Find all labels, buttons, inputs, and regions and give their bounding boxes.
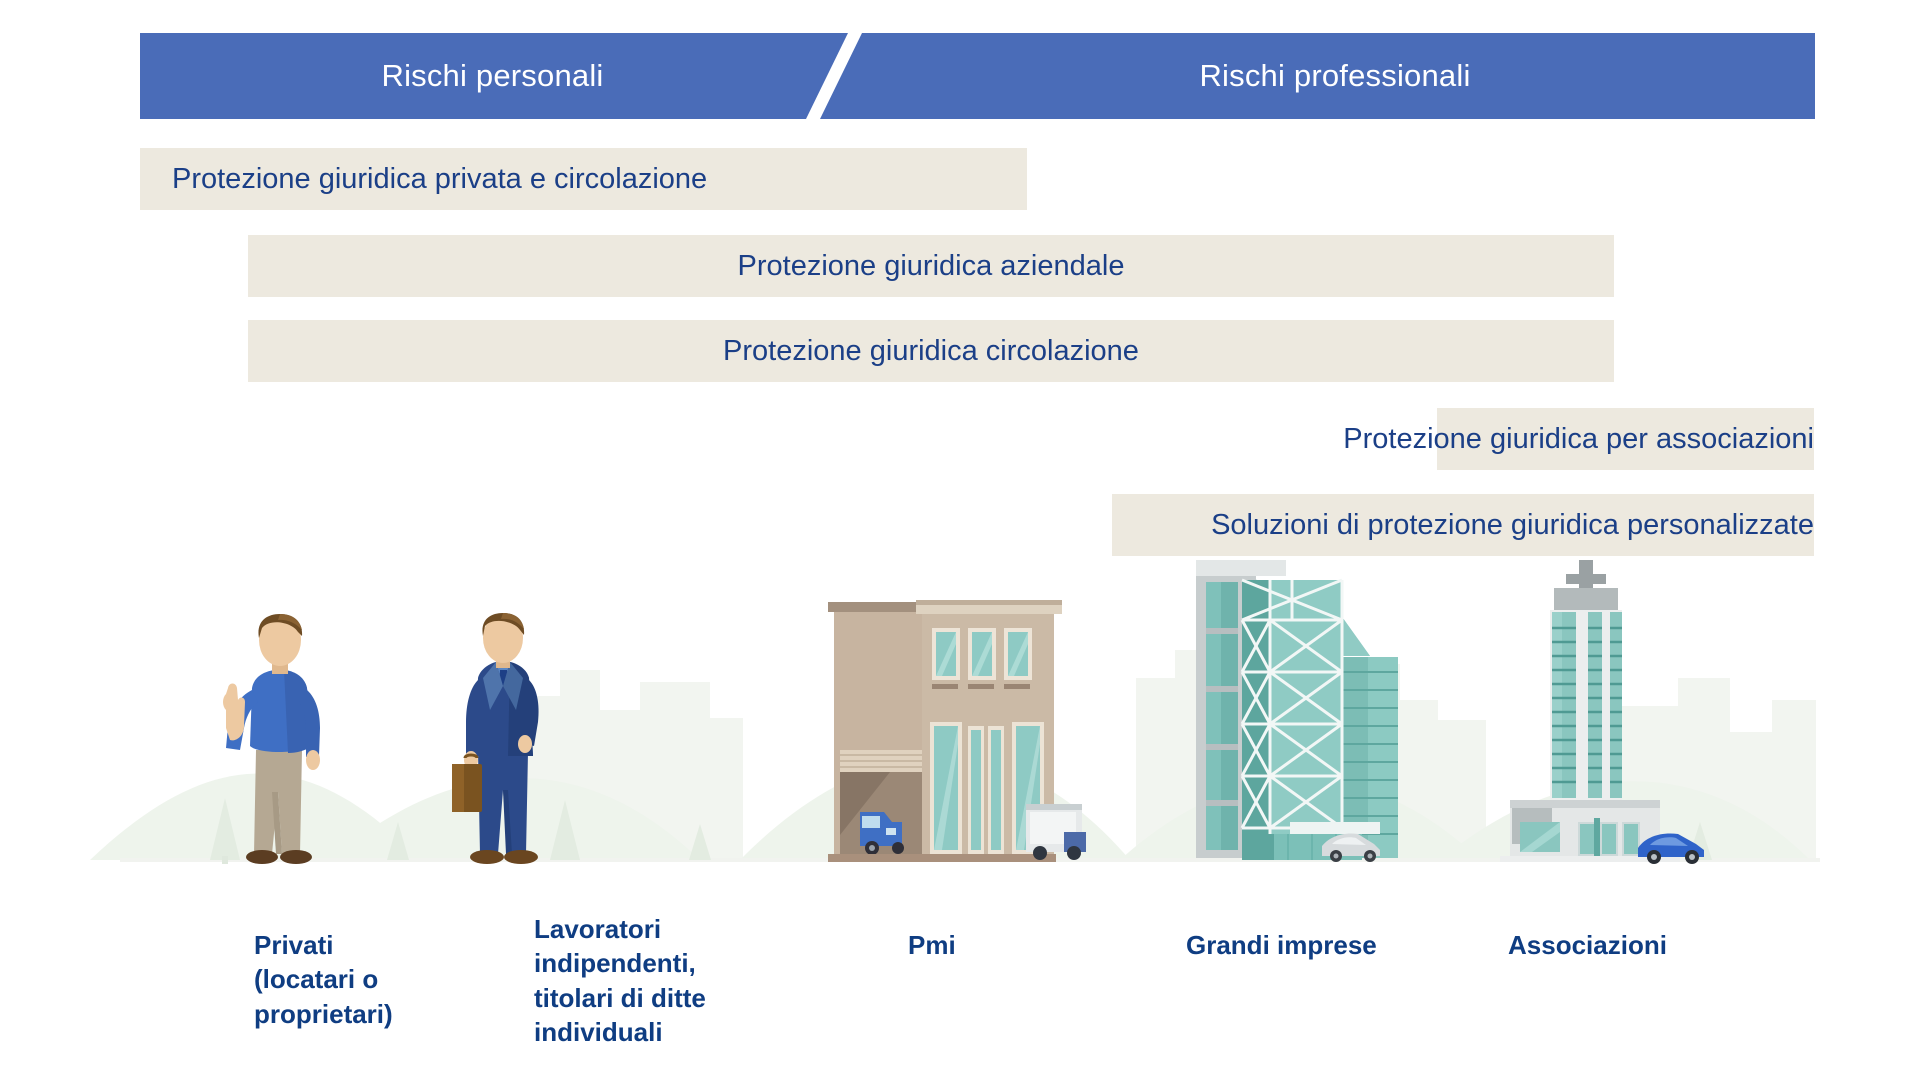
category-label-grandi-imprese: Grandi imprese: [1186, 930, 1377, 960]
header-right-section: Rischi professionali: [855, 33, 1815, 119]
truck-icon: [1026, 804, 1086, 860]
header-banner: Rischi personali Rischi professionali: [140, 33, 1815, 119]
silver-car-icon: [1322, 833, 1380, 862]
header-right-title: Rischi professionali: [1199, 58, 1471, 93]
corporate-glass-tower-illustration: [1196, 560, 1398, 862]
illustration-scene: [90, 560, 1820, 864]
bar-protezione-giuridica-aziendale[interactable]: [248, 235, 1614, 297]
man-waving-illustration: [223, 614, 320, 864]
category-label-lavoratori-indipendenti: Lavoratori indipendenti, titolari di dit…: [534, 914, 706, 1047]
van-icon: [860, 812, 904, 855]
header-left-section: Rischi personali: [140, 33, 845, 119]
bar-protezione-giuridica-associazioni[interactable]: [1437, 408, 1814, 470]
header-banner-shape: [140, 33, 1815, 119]
office-tower-illustration: [1500, 560, 1704, 864]
bar-soluzioni-personalizzate[interactable]: [1112, 494, 1814, 556]
bar-protezione-giuridica-privata[interactable]: [140, 148, 1027, 210]
small-commercial-building-illustration: [828, 600, 1086, 862]
header-left-title: Rischi personali: [381, 58, 604, 93]
category-label-pmi: Pmi: [908, 930, 956, 960]
upper-windows: [932, 628, 1032, 689]
ground-floor-windows: [930, 722, 1044, 854]
blue-car-icon: [1638, 833, 1704, 864]
category-label-associazioni: Associazioni: [1508, 930, 1667, 960]
businessman-with-briefcase-illustration: [452, 613, 539, 864]
bar-protezione-giuridica-circolazione[interactable]: [248, 320, 1614, 382]
category-label-privati: Privati (locatari o proprietari): [254, 930, 393, 1029]
